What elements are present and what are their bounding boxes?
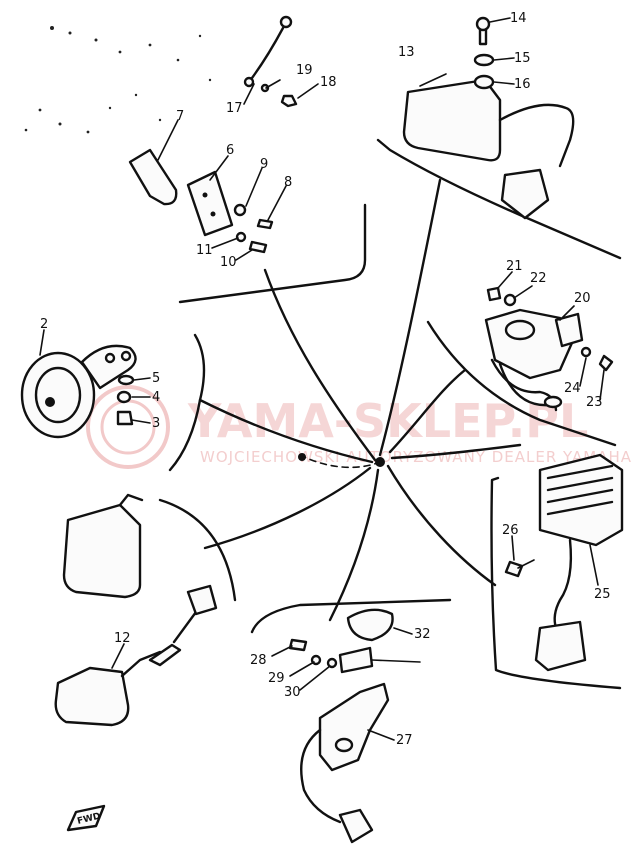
callout-30: 30 xyxy=(284,685,301,700)
part-9-washer xyxy=(233,203,247,217)
part-ignitor-box xyxy=(62,493,144,599)
callout-leaders xyxy=(39,17,605,741)
callout-14: 14 xyxy=(510,11,527,26)
callout-3: 3 xyxy=(152,416,160,431)
callout-5: 5 xyxy=(152,371,160,386)
callout-12: 12 xyxy=(114,631,131,646)
main-wire-harness xyxy=(198,178,522,622)
watermark-logo-ring xyxy=(86,385,170,469)
part-18-nut xyxy=(280,94,298,108)
callout-19: 19 xyxy=(296,63,313,78)
callout-6: 6 xyxy=(226,143,234,158)
callout-13: 13 xyxy=(398,45,415,60)
callout-31: 32 xyxy=(414,627,431,642)
harness-junction xyxy=(375,457,385,467)
callout-28: 28 xyxy=(250,653,267,668)
part-27-switch xyxy=(300,682,390,844)
part-11-washer xyxy=(235,231,247,243)
callout-10: 10 xyxy=(220,255,237,270)
callout-15: 15 xyxy=(514,51,531,66)
part-12-coil xyxy=(54,584,218,727)
callout-labels: 13 14 15 16 7 6 9 8 11 10 17 19 18 2 5 4… xyxy=(40,11,611,748)
part-15-washer xyxy=(473,53,495,67)
callout-7: 7 xyxy=(176,109,184,124)
part-2-horn xyxy=(20,344,137,439)
callout-17: 17 xyxy=(226,101,243,116)
part-3-bolt xyxy=(116,410,134,426)
part-10-bolt xyxy=(248,240,268,254)
callout-29: 29 xyxy=(268,671,285,686)
callout-11: 11 xyxy=(196,243,213,258)
part-24-washer xyxy=(580,346,592,358)
part-25-rectifier xyxy=(534,453,624,672)
callout-20: 20 xyxy=(574,291,591,306)
part-23-nut xyxy=(598,354,614,372)
part-21-bolt xyxy=(486,286,502,302)
part-31-knob xyxy=(346,608,394,642)
part-22-washer xyxy=(503,293,517,307)
callout-23: 23 xyxy=(586,395,603,410)
callout-16: 16 xyxy=(514,77,531,92)
callout-25: 25 xyxy=(594,587,611,602)
part-28-screw xyxy=(288,638,308,652)
part-8-bolt xyxy=(256,218,274,230)
part-17-cable xyxy=(243,15,293,88)
part-16-nut xyxy=(473,74,495,90)
callout-4: 4 xyxy=(152,390,160,405)
part-19-washer xyxy=(260,83,270,93)
front-direction-marker: FWD xyxy=(66,804,106,832)
part-20-relay xyxy=(484,308,584,412)
callout-21: 21 xyxy=(506,259,523,274)
callout-9: 9 xyxy=(260,157,268,172)
scan-noise xyxy=(24,26,212,134)
part-7-bracket xyxy=(128,148,178,206)
group-frames xyxy=(158,138,622,690)
watermark-logo-inner xyxy=(100,399,156,455)
callout-22: 22 xyxy=(530,271,547,286)
part-4-nut xyxy=(116,390,132,404)
part-26-bolt xyxy=(504,560,524,578)
callout-27: 27 xyxy=(396,733,413,748)
callout-24: 24 xyxy=(564,381,581,396)
part-30-spring xyxy=(326,657,338,669)
callout-18: 18 xyxy=(320,75,337,90)
callout-26: 26 xyxy=(502,523,519,538)
part-14-bolt xyxy=(475,16,491,46)
callout-2: 2 xyxy=(40,317,48,332)
part-13-box xyxy=(402,78,575,220)
callout-8: 8 xyxy=(284,175,292,190)
part-32-plate xyxy=(338,646,374,674)
part-6-plate xyxy=(186,170,234,237)
part-5-washer xyxy=(117,374,135,386)
